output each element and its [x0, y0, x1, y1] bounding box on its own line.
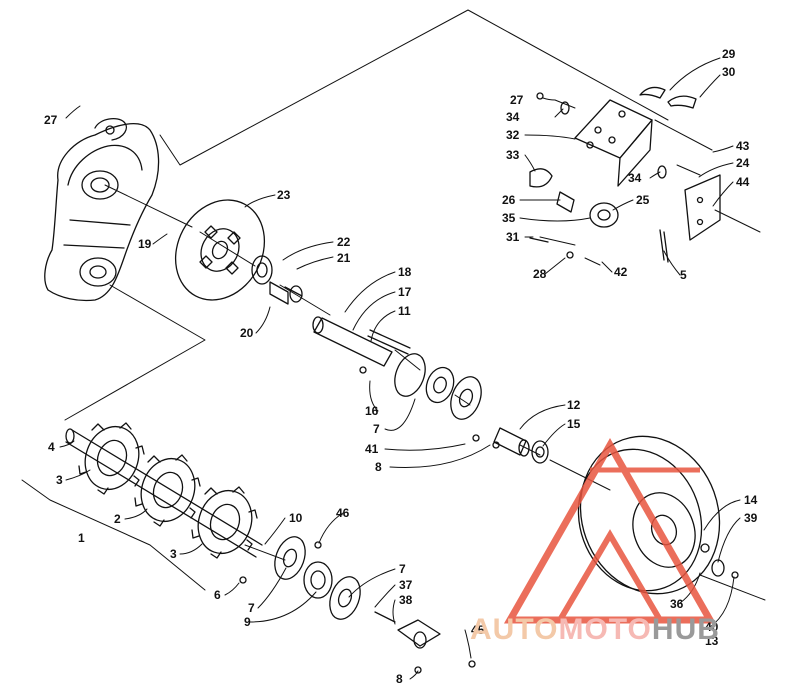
callout-label: 36	[670, 597, 684, 611]
callout-label: 3	[170, 547, 177, 561]
callout-label: 10	[289, 511, 303, 525]
callout-label: 31	[506, 230, 520, 244]
callout-label: 15	[567, 417, 581, 431]
watermark-part-auto: AUTO	[470, 613, 559, 646]
drive-hub	[251, 255, 303, 305]
callout-label: 13	[705, 634, 719, 648]
callout-label: 46	[336, 506, 350, 520]
callout-label: 9	[244, 615, 251, 629]
brake-caliper-assembly	[529, 86, 721, 263]
callout-leaders	[59, 57, 741, 680]
callout-label: 43	[736, 139, 750, 153]
callout-label: 39	[744, 511, 758, 525]
callout-label: 7	[399, 562, 406, 576]
shaft-tube	[312, 316, 411, 367]
callout-label: 45	[471, 623, 485, 637]
callout-label: 38	[399, 593, 413, 607]
callout-label: 14	[744, 493, 758, 507]
callout-label: 1	[78, 531, 85, 545]
callout-label: 41	[365, 442, 379, 456]
callout-label: 12	[567, 398, 581, 412]
driven-gear	[577, 435, 739, 595]
lower-bearing-group	[239, 536, 476, 674]
callout-label: 30	[722, 65, 736, 79]
watermark-part-moto: MOTO	[558, 613, 652, 646]
callout-label: 32	[506, 128, 520, 142]
callout-label: 27	[44, 113, 58, 127]
track-sprocket	[78, 422, 145, 495]
callout-label: 29	[722, 47, 736, 61]
chaincase-housing	[44, 117, 160, 302]
callout-label: 27	[510, 93, 524, 107]
callout-label: 42	[614, 265, 628, 279]
callout-label: 24	[736, 156, 750, 170]
drive-shaft	[65, 422, 263, 559]
bearing-flange	[359, 353, 500, 449]
watermark-logo	[503, 437, 717, 624]
callout-label: 19	[138, 237, 152, 251]
callout-label: 22	[337, 235, 351, 249]
callout-label: 35	[502, 211, 516, 225]
callout-label: 8	[375, 460, 382, 474]
assembly-bracket	[21, 479, 206, 591]
callout-label: 17	[398, 285, 412, 299]
callout-label: 40	[705, 620, 719, 634]
callout-label: 7	[373, 422, 380, 436]
watermark-part-hub: HUB	[651, 613, 720, 646]
callout-label: 16	[365, 404, 379, 418]
callout-label: 26	[502, 193, 516, 207]
track-sprocket	[134, 454, 201, 527]
brake-disc	[174, 199, 266, 301]
callout-label: 11	[398, 304, 411, 318]
watermark-text: AUTOMOTOHUB	[470, 612, 720, 648]
callout-label: 34	[628, 171, 642, 185]
callout-label: 28	[533, 267, 547, 281]
callout-label: 33	[506, 148, 520, 162]
callout-label: 3	[56, 473, 63, 487]
callout-label: 44	[736, 175, 750, 189]
callout-label: 25	[636, 193, 650, 207]
callout-label: 5	[680, 268, 687, 282]
callout-label: 4	[48, 440, 55, 454]
callout-label: 8	[396, 672, 403, 686]
callout-label: 23	[277, 188, 291, 202]
callout-label: 7	[248, 601, 255, 615]
callout-label: 21	[337, 251, 351, 265]
callout-label: 20	[240, 326, 254, 340]
spacer-tube	[493, 427, 549, 464]
callout-label: 37	[399, 578, 413, 592]
callout-label: 6	[214, 588, 221, 602]
callout-label: 2	[114, 512, 121, 526]
callout-label: 34	[506, 110, 520, 124]
track-sprocket	[191, 486, 258, 559]
callout-label: 18	[398, 265, 412, 279]
